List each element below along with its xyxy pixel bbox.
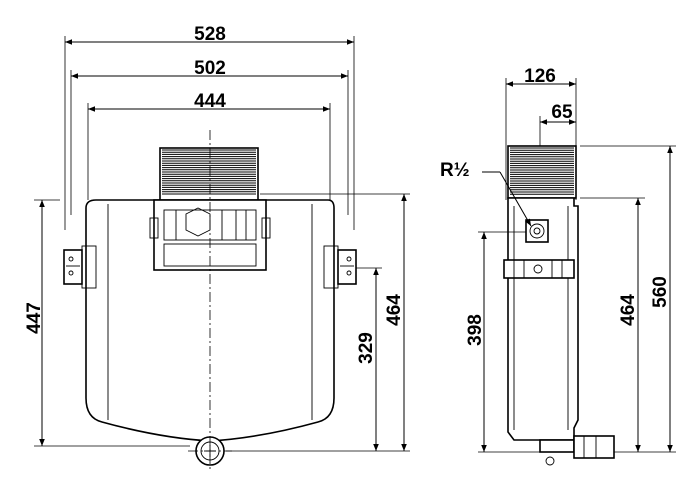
thread-size-label: R½ <box>440 160 470 181</box>
side-body <box>507 197 579 441</box>
dim-label-502: 502 <box>194 58 226 79</box>
dim-label-329: 329 <box>356 332 377 364</box>
front-view: 528 502 444 <box>24 24 410 472</box>
dim-label-398: 398 <box>465 314 486 346</box>
dim-label-444: 444 <box>194 91 226 112</box>
side-outlet-pipe <box>539 435 615 466</box>
dim-label-528: 528 <box>194 24 226 45</box>
side-mounting-band <box>503 259 575 279</box>
dim-label-65: 65 <box>551 102 573 123</box>
dim-label-447: 447 <box>24 302 45 334</box>
right-mounting-bracket <box>323 245 357 289</box>
side-inspection-grille <box>507 145 577 199</box>
dim-label-464-side: 464 <box>618 294 639 326</box>
side-view: 126 65 <box>440 66 676 466</box>
left-mounting-bracket <box>63 245 97 289</box>
dim-label-464-front: 464 <box>384 294 405 326</box>
dim-label-126: 126 <box>524 66 556 87</box>
side-inlet-fitting <box>525 219 549 243</box>
dim-label-560: 560 <box>650 276 671 308</box>
front-inspection-grille <box>159 147 259 201</box>
